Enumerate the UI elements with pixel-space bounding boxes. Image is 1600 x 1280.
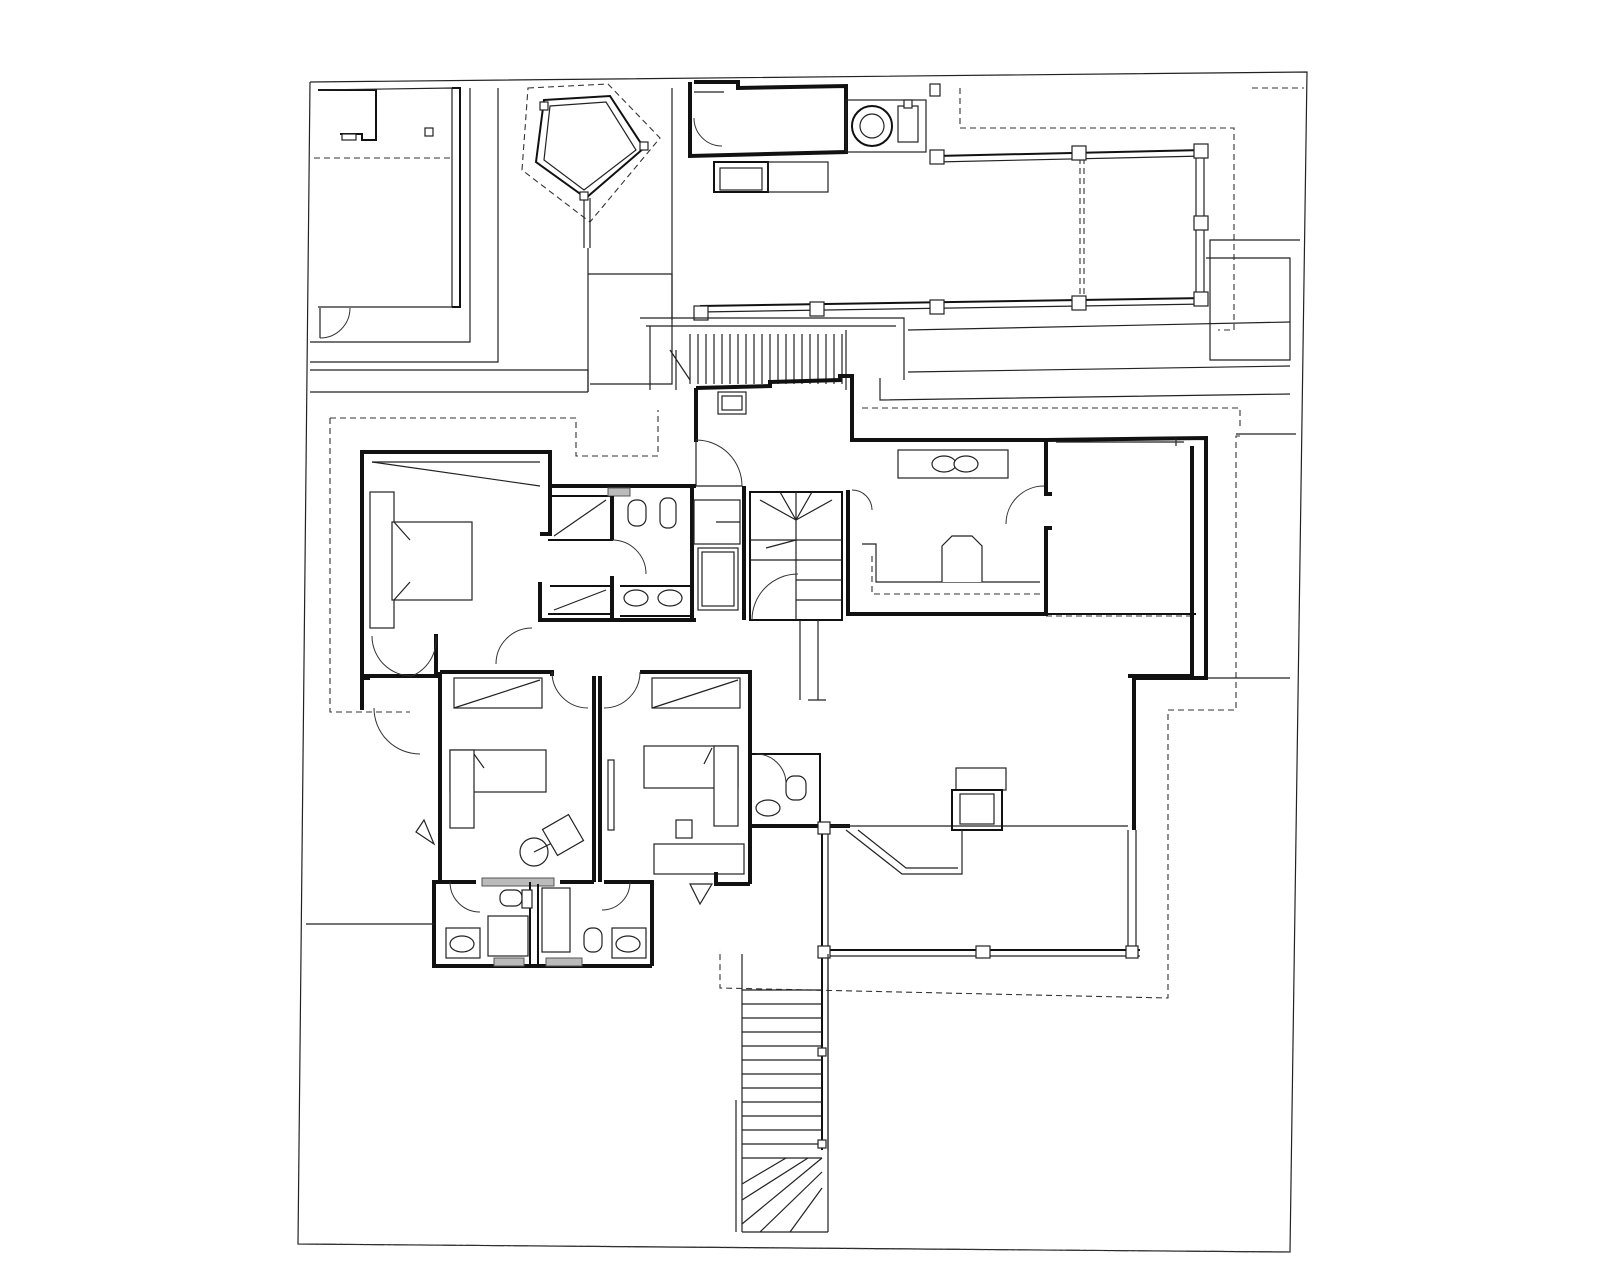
pergola <box>693 143 1209 321</box>
main-stair <box>749 491 843 701</box>
shed-structure <box>688 80 848 193</box>
upper-site-area <box>310 80 1304 393</box>
upper-stair <box>640 317 1291 401</box>
property-boundary <box>297 71 1308 1253</box>
house-walls <box>360 374 1208 968</box>
water-tank <box>845 83 941 153</box>
deck <box>817 767 1140 1150</box>
gazebo-pentagon <box>521 83 661 248</box>
kitchen <box>846 438 1052 616</box>
dashed-outlines <box>329 407 1296 999</box>
lower-stair <box>735 954 829 1233</box>
